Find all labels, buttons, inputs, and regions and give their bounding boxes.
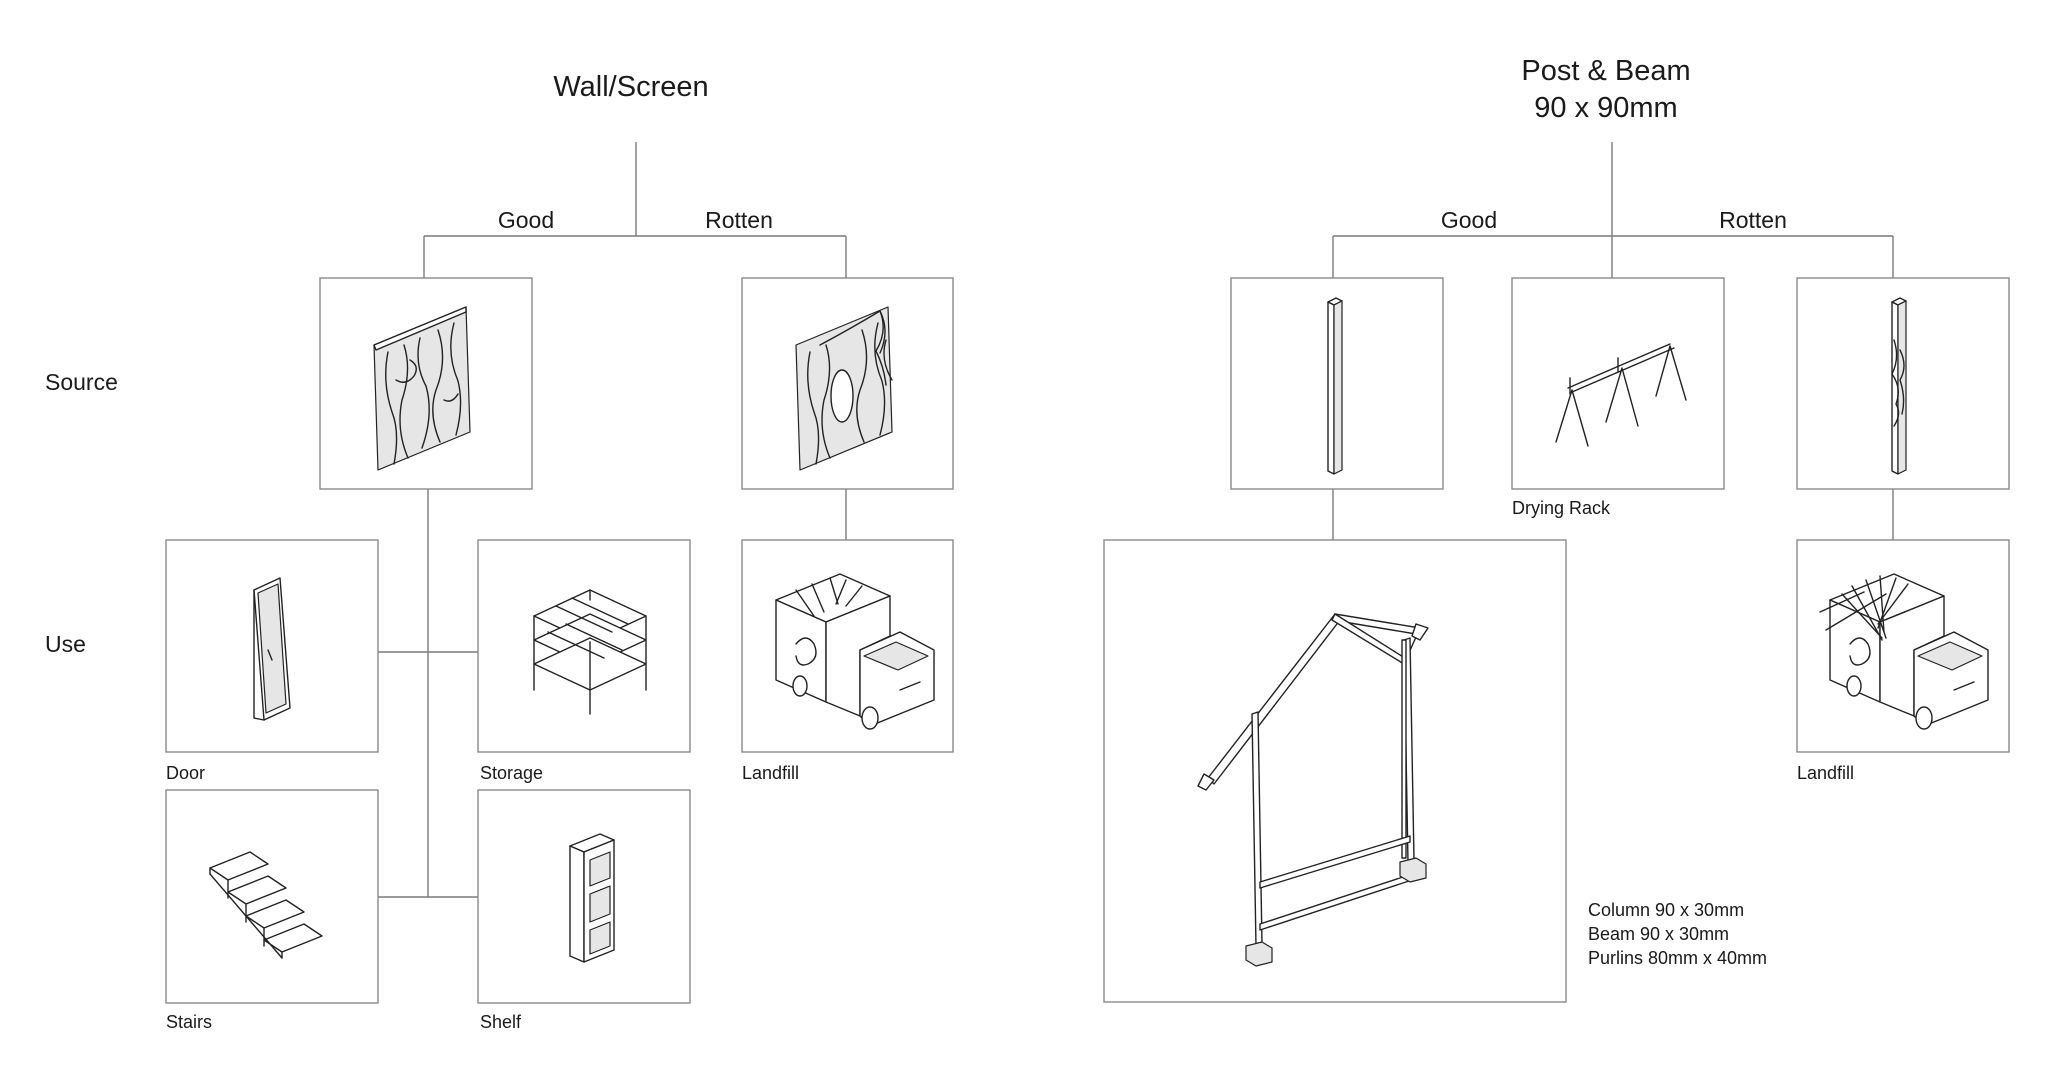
landfill-left-box (741, 539, 954, 753)
door-caption: Door (166, 763, 205, 783)
source-row-label: Source (45, 369, 118, 395)
bookshelf-icon (569, 833, 615, 963)
left-rotten-label: Rotten (705, 207, 773, 233)
door-icon (253, 577, 291, 721)
post-beam-size: 90 x 90mm (1534, 92, 1677, 124)
post-good-box (1230, 277, 1444, 490)
use-row-label: Use (45, 631, 86, 657)
spec-beam: Beam 90 x 30mm (1588, 924, 1729, 944)
post-beam-frame-icon (1197, 613, 1429, 967)
landfill-right-caption: Landfill (1797, 763, 1854, 783)
right-rotten-label: Rotten (1719, 207, 1787, 233)
shelf-box (477, 789, 691, 1004)
timber-post-icon (1327, 297, 1343, 475)
wall-good-box (319, 277, 533, 490)
drying-rack-box (1511, 277, 1725, 490)
left-good-label: Good (498, 207, 554, 233)
frame-box (1103, 539, 1567, 1003)
drying-rack-caption: Drying Rack (1512, 498, 1611, 518)
rotten-panel-icon (795, 306, 893, 471)
storage-box (477, 539, 691, 753)
stairs-icon (209, 851, 323, 959)
stairs-caption: Stairs (166, 1012, 212, 1032)
wall-screen-title: Wall/Screen (553, 71, 708, 103)
left-tree-connectors (378, 142, 847, 898)
door-box (165, 539, 379, 753)
rotten-post-icon (1891, 297, 1907, 475)
dump-truck-icon (775, 573, 935, 730)
wood-panel-icon (373, 306, 471, 471)
spec-column: Column 90 x 30mm (1588, 900, 1744, 920)
shelf-caption: Shelf (480, 1012, 522, 1032)
landfill-right-box (1796, 539, 2010, 753)
right-tree-connectors (1332, 142, 1894, 540)
post-rotten-box (1796, 277, 2010, 490)
landfill-left-caption: Landfill (742, 763, 799, 783)
stairs-box (165, 789, 379, 1004)
right-good-label: Good (1441, 207, 1497, 233)
storage-caption: Storage (480, 763, 543, 783)
dump-truck-icon (1819, 573, 1989, 730)
storage-rack-icon (533, 589, 647, 715)
post-beam-title: Post & Beam (1521, 55, 1690, 87)
drying-rack-icon (1555, 343, 1687, 447)
spec-purlins: Purlins 80mm x 40mm (1588, 948, 1767, 968)
wall-rotten-box (741, 277, 954, 490)
